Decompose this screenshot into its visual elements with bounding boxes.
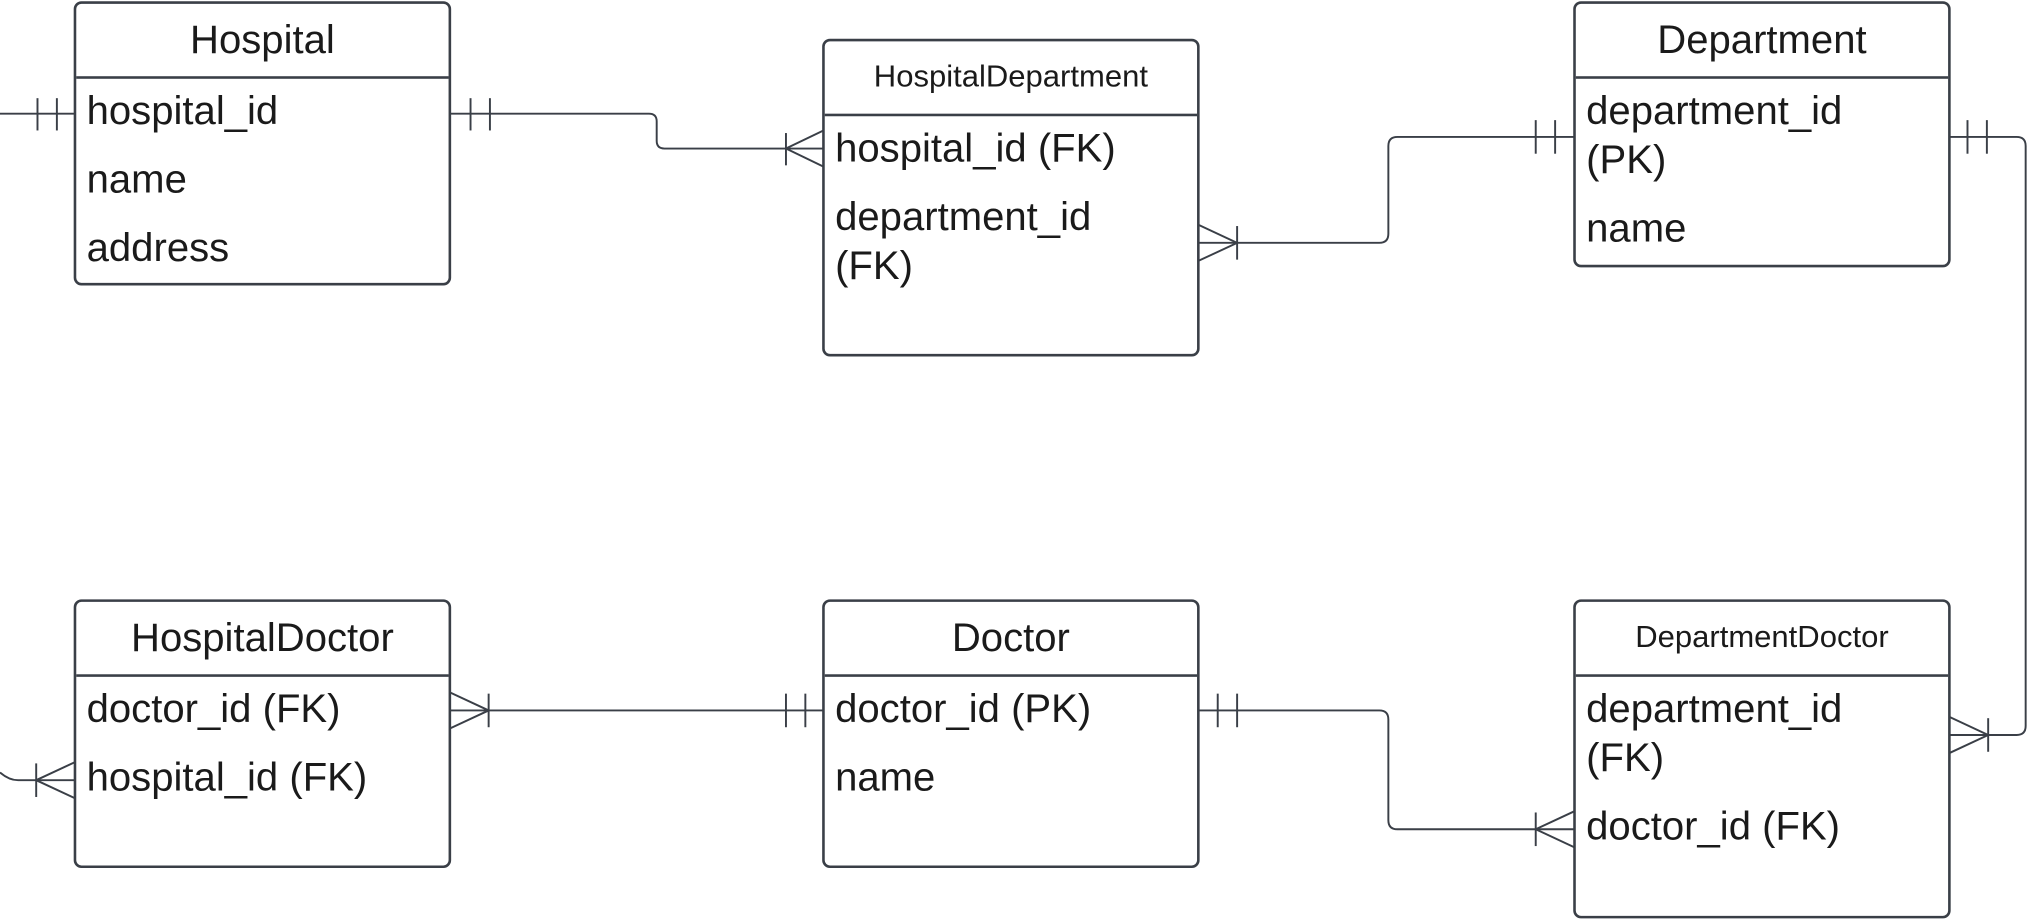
attribute-hospital-id-fk: hospital_id (FK) xyxy=(835,125,1116,171)
entity-title: HospitalDepartment xyxy=(824,41,1198,117)
attribute-name: name xyxy=(86,156,187,202)
entity-title: Hospital xyxy=(76,4,449,79)
attribute-name: name xyxy=(1586,205,1687,251)
attribute-department-id-pk: department_id (PK) xyxy=(1586,87,1843,183)
relationship-department-hospitaldepartment xyxy=(1197,120,1575,262)
attribute-list: doctor_id (FK) hospital_id (FK) xyxy=(76,677,448,802)
entity-hospital[interactable]: Hospital hospital_id name address xyxy=(73,1,452,286)
attribute-list: hospital_id (FK) department_id (FK) xyxy=(825,116,1197,290)
entity-title: Department xyxy=(1575,4,1949,79)
entity-doctor[interactable]: Doctor doctor_id (PK) name xyxy=(822,599,1200,869)
attribute-list: hospital_id name address xyxy=(76,79,448,273)
entity-hospital-doctor[interactable]: HospitalDoctor doctor_id (FK) hospital_i… xyxy=(73,599,452,869)
attribute-doctor-id-fk: doctor_id (FK) xyxy=(1586,803,1841,849)
relationship-hospital-hospitaldoctor xyxy=(0,98,76,800)
entity-department-doctor[interactable]: DepartmentDoctor department_id (FK) doct… xyxy=(1573,599,1951,919)
attribute-list: department_id (FK) doctor_id (FK) xyxy=(1576,677,1948,851)
attribute-list: doctor_id (PK) name xyxy=(825,677,1197,802)
attribute-department-id-fk: department_id (FK) xyxy=(835,193,1092,289)
attribute-doctor-id-pk: doctor_id (PK) xyxy=(835,685,1092,732)
attribute-hospital-id-fk: hospital_id (FK) xyxy=(86,754,368,800)
attribute-name: name xyxy=(835,754,936,800)
entity-title: Doctor xyxy=(824,602,1198,677)
relationship-hospital-hospitaldepartment xyxy=(449,98,824,168)
entity-title: DepartmentDoctor xyxy=(1575,602,1949,677)
entity-hospital-department[interactable]: HospitalDepartment hospital_id (FK) depa… xyxy=(822,38,1200,357)
entity-title: HospitalDoctor xyxy=(76,602,449,677)
entity-department[interactable]: Department department_id (PK) name xyxy=(1573,1,1951,268)
attribute-doctor-id-fk: doctor_id (FK) xyxy=(86,685,341,732)
attribute-department-id-fk: department_id (FK) xyxy=(1586,685,1843,781)
relationship-department-departmentdoctor xyxy=(1948,120,2027,754)
attribute-list: department_id (PK) name xyxy=(1576,79,1948,253)
relationship-doctor-hospitaldoctor xyxy=(449,691,824,730)
attribute-address: address xyxy=(86,224,230,270)
attribute-hospital-id: hospital_id xyxy=(86,87,279,134)
relationship-doctor-departmentdoctor xyxy=(1198,693,1575,849)
